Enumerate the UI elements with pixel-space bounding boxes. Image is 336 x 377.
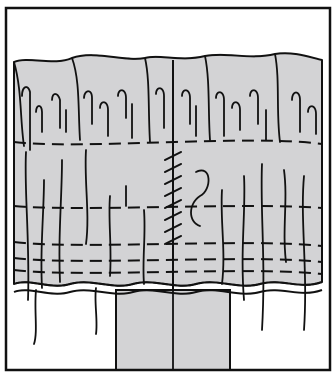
center-support-post [116,290,230,370]
